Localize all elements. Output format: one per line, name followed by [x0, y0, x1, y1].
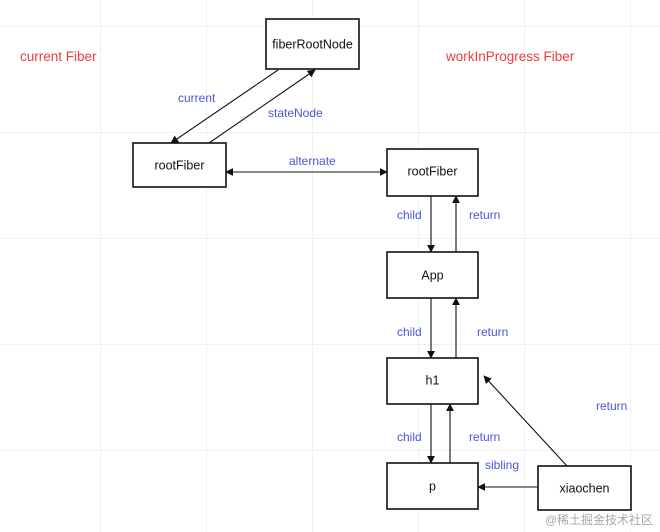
watermark: @稀土掘金技术社区	[545, 512, 653, 527]
current-edge-label: current	[178, 91, 216, 105]
sibling-label: sibling	[485, 458, 519, 472]
app-child-label: child	[397, 325, 422, 339]
xiaochen-node-label: xiaochen	[559, 481, 609, 495]
app-return-label: return	[477, 325, 508, 339]
current-root-fiber-label: rootFiber	[154, 158, 204, 172]
wip-root-fiber-label: rootFiber	[407, 164, 457, 178]
p-node-label: p	[429, 479, 436, 493]
root-return-label: return	[469, 208, 500, 222]
h1-child-label: child	[397, 430, 422, 444]
xiaochen-node: xiaochen	[537, 465, 632, 511]
fiber-root-node-label: fiberRootNode	[272, 37, 353, 51]
edges	[170, 69, 568, 491]
current-root-fiber-node: rootFiber	[132, 142, 227, 188]
fiber-root-node: fiberRootNode	[265, 18, 360, 70]
p-node: p	[386, 462, 479, 510]
root-child-label: child	[397, 208, 422, 222]
current-edge	[170, 69, 279, 144]
app-node-label: App	[421, 268, 443, 282]
xiaochen-return-edge	[483, 375, 568, 467]
alternate-edge-label: alternate	[289, 154, 336, 168]
work-in-progress-fiber-title: workInProgress Fiber	[445, 49, 575, 64]
xiaochen-return-label: return	[596, 399, 627, 413]
wip-root-fiber-node: rootFiber	[386, 148, 479, 197]
h1-return-label: return	[469, 430, 500, 444]
current-fiber-title: current Fiber	[20, 49, 97, 64]
h1-node: h1	[386, 357, 479, 405]
edge-labels: current stateNode alternate child return…	[178, 91, 627, 472]
h1-node-label: h1	[426, 373, 440, 387]
state-node-edge-label: stateNode	[268, 106, 323, 120]
app-node: App	[386, 251, 479, 299]
state-node-edge	[208, 69, 316, 144]
